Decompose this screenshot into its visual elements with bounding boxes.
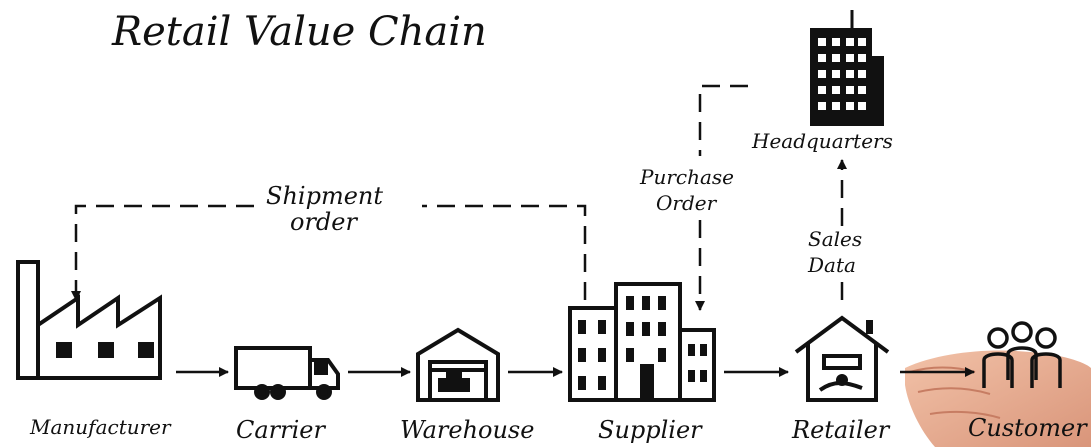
sales-data-label-line2: Data [807, 253, 856, 277]
hand-image [905, 350, 1091, 447]
carrier-label: Carrier [236, 416, 326, 444]
supplier-label: Supplier [598, 416, 703, 444]
dashed-flows [71, 84, 847, 311]
shipment-order-label-line1: Shipment [266, 182, 383, 210]
customer-label: Customer [968, 414, 1088, 442]
purchase-order-label-line2: Order [656, 191, 718, 215]
manufacturer-label: Manufacturer [29, 415, 172, 439]
store-icon [794, 315, 890, 402]
factory-icon [16, 260, 162, 380]
purchase-order-label-line1: Purchase [639, 165, 734, 189]
shipment-order-line-right [422, 204, 587, 300]
shipment-order-line-left [71, 204, 254, 301]
people-icon [982, 321, 1062, 388]
retailer-label: Retailer [791, 416, 891, 444]
purchase-order-line-top [698, 84, 748, 156]
warehouse-icon [416, 327, 500, 402]
skyscraper-icon [810, 10, 884, 126]
buildings-icon [568, 282, 716, 402]
sales-data-label-line1: Sales [808, 227, 862, 251]
diagram-title: Retail Value Chain [111, 9, 487, 55]
headquarters-label: Headquarters [751, 129, 893, 153]
warehouse-label: Warehouse [400, 416, 534, 444]
shipment-order-label-line2: order [290, 208, 358, 236]
truck-icon [234, 346, 340, 400]
